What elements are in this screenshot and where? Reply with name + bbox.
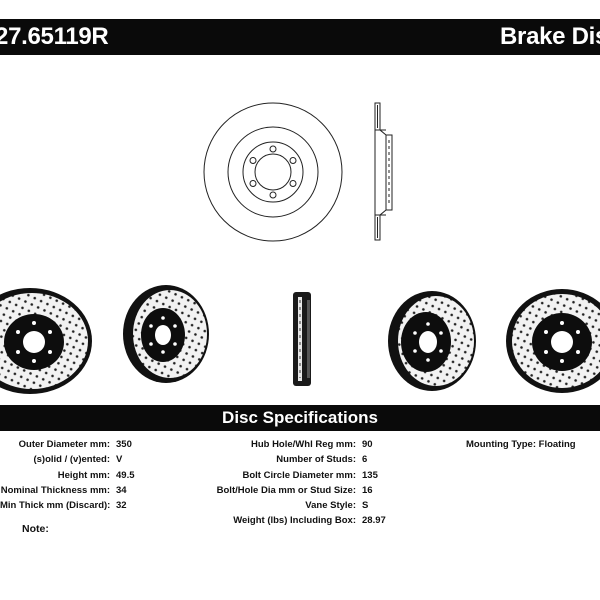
disc-photo-1 — [0, 288, 92, 394]
spec-label: Vane Style: — [305, 500, 356, 512]
disc-photo-3-edge — [293, 292, 311, 386]
specs-left-labels: Outer Diameter mm: (s)olid / (v)ented: H… — [0, 437, 110, 513]
spec-value: 350 — [116, 439, 132, 450]
product-title: Brake Disc — [500, 23, 600, 50]
specs-middle-values: 90 6 135 16 S 28.97 — [362, 437, 386, 529]
spec-label: (s)olid / (v)ented: — [33, 454, 110, 466]
specs-left-values: 350 V 49.5 34 32 — [116, 437, 135, 513]
spec-label: Mounting Type: — [466, 439, 537, 450]
spec-label: Bolt/Hole Dia mm or Stud Size: — [216, 484, 356, 496]
disc-photo-5 — [506, 289, 600, 393]
spec-value: 28.97 — [362, 515, 386, 527]
spec-value: 135 — [362, 469, 378, 481]
specs-middle-labels: Hub Hole/Whl Reg mm: Number of Studs: Bo… — [160, 437, 356, 529]
spec-label: Hub Hole/Whl Reg mm: — [250, 439, 356, 450]
spec-label: Number of Studs: — [276, 454, 356, 466]
spec-value: S — [362, 500, 369, 512]
spec-value: 49.5 — [116, 469, 135, 481]
spec-value: V — [116, 454, 123, 466]
disc-photo-2 — [123, 285, 209, 383]
spec-label: Height mm: — [57, 469, 110, 481]
side-view-drawing — [374, 102, 393, 241]
spec-label: Weight (lbs) Including Box: — [233, 515, 356, 527]
spec-value: 34 — [116, 484, 127, 496]
spec-value: 32 — [116, 500, 127, 512]
spec-value: 6 — [362, 454, 368, 466]
spec-label: Min Thick mm (Discard): — [0, 500, 111, 512]
spec-label: Bolt Circle Diameter mm: — [242, 469, 356, 481]
note-label: Note: — [22, 523, 49, 535]
part-number: 127.65119R — [0, 23, 109, 50]
spec-value: Floating — [538, 439, 576, 450]
spec-value: 16 — [362, 484, 373, 496]
header-banner: 127.65119R Brake Disc — [0, 19, 600, 55]
specs-right: Mounting Type: Floating — [466, 437, 576, 452]
spec-label: Outer Diameter mm: — [18, 439, 110, 450]
front-view-drawing — [203, 102, 343, 242]
disc-photo-4 — [388, 291, 476, 391]
spec-value: 90 — [362, 439, 373, 450]
section-title: Disc Specifications — [0, 405, 600, 431]
spec-label: Nominal Thickness mm: — [0, 484, 110, 496]
